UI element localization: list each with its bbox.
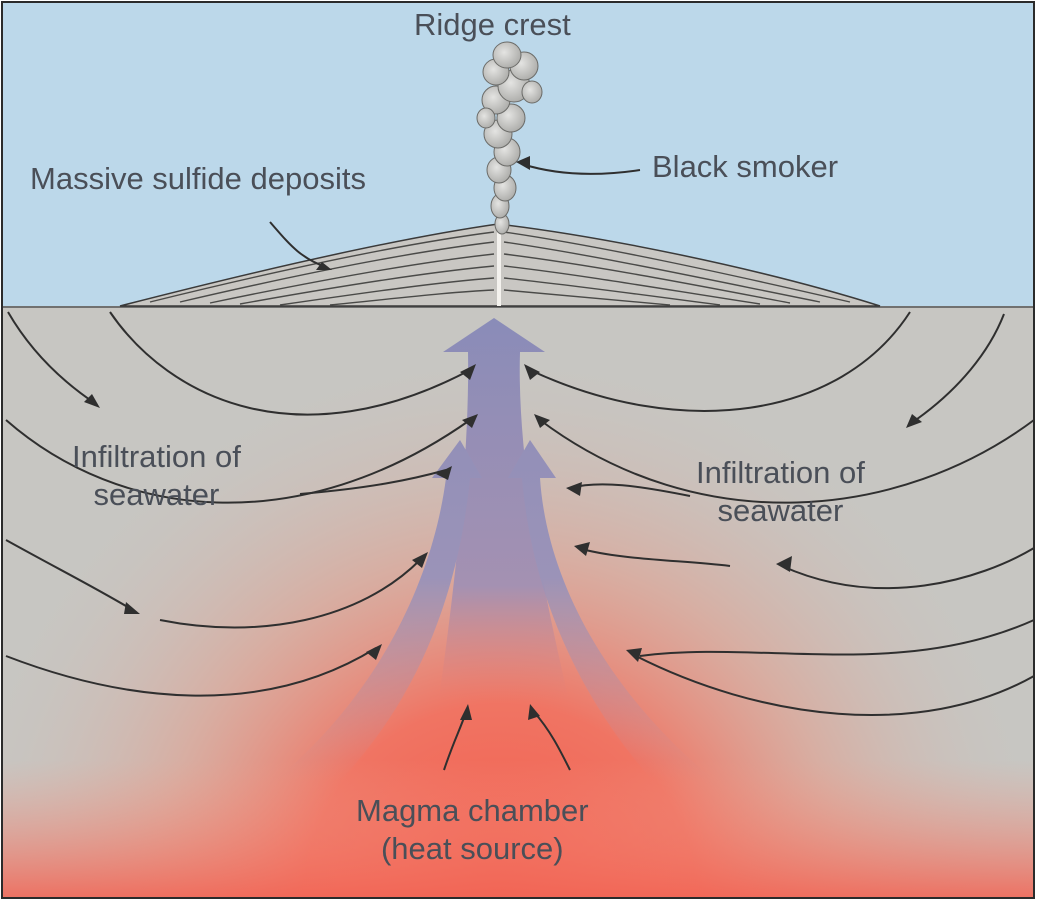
arrowhead [574,542,590,556]
flow-line [781,547,1035,590]
infiltration-right-line-1: Infiltration of [696,455,865,490]
arrowhead [124,602,140,614]
arrowhead [626,648,642,662]
right-upflow-arrow [508,440,740,810]
central-upflow-arrow [420,318,600,820]
magma-chamber-line-1: Magma chamber [356,793,589,828]
arrowhead [524,364,540,380]
infiltration-right-line-2: seawater [717,493,844,528]
arrowhead [528,704,540,720]
flow-line [5,647,377,697]
infiltration-left-line-2: seawater [93,477,220,512]
flow-line [529,311,911,412]
arrowhead [460,704,472,720]
black-smoker-pointer [521,163,641,175]
flow-line [5,539,137,613]
arrowhead [412,552,428,568]
flow-line [109,311,471,416]
infiltration-left-line-1: Infiltration of [72,439,241,474]
flow-line [539,419,1035,504]
arrowhead [776,556,792,572]
infiltration-right-label: Infiltration of seawater [696,454,865,530]
arrowhead [460,364,476,380]
flow-line [299,469,447,495]
arrowhead [534,414,550,428]
left-upflow-arrow [250,440,482,810]
massive-sulfide-label: Massive sulfide deposits [30,161,366,196]
flow-line [7,311,97,405]
flow-line [577,547,731,567]
arrowhead [516,156,530,170]
arrowhead [906,414,922,428]
arrowhead [462,414,478,428]
hydrothermal-flow-arrows [250,318,740,820]
magma-chamber-line-2: (heat source) [380,831,564,866]
black-smoker-plume [476,41,543,235]
arrowhead [316,262,332,270]
arrowhead [366,644,382,660]
arrowhead [436,466,452,480]
massive-sulfide-deposits-mound [119,222,881,307]
flow-arrowheads [84,156,922,720]
arrowhead [566,482,582,496]
black-smoker-label: Black smoker [652,149,839,184]
flow-line [5,419,471,504]
flow-line [533,711,571,771]
flow-line [639,619,1035,657]
flow-line [909,313,1005,425]
flow-line [631,653,1035,716]
flow-line [159,559,421,629]
magma-chamber-label: Magma chamber (heat source) [356,792,589,868]
arrowhead [84,394,100,408]
infiltration-left-label: Infiltration of seawater [72,438,241,514]
ridge-crest-label: Ridge crest [414,7,571,42]
